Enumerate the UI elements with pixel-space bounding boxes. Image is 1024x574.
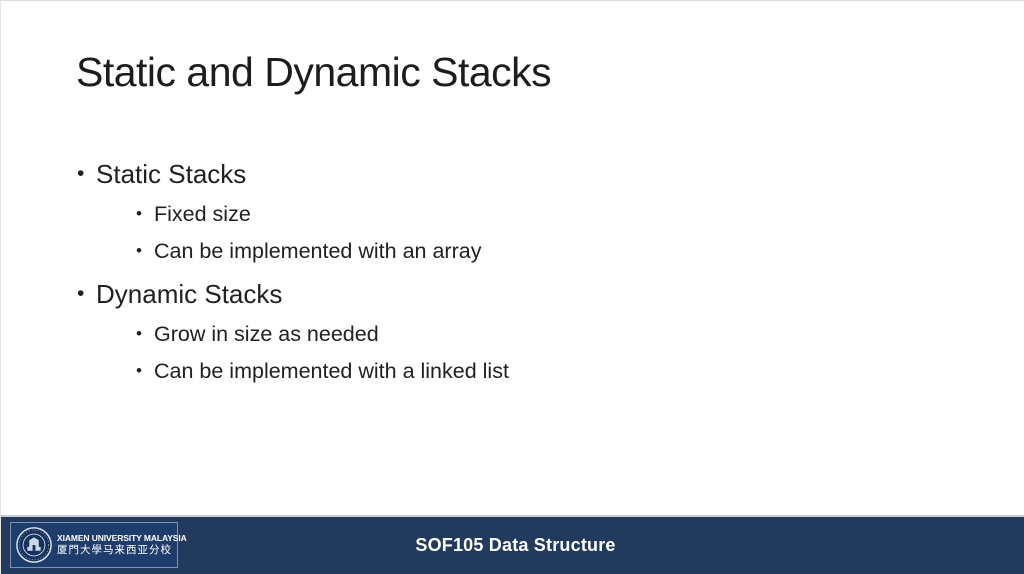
slide-title: Static and Dynamic Stacks xyxy=(76,49,552,95)
bullet-item: • Fixed size xyxy=(136,200,937,228)
bullet-item: • Can be implemented with an array xyxy=(136,237,937,265)
logo-university-name: XIAMEN UNIVERSITY MALAYSIA xyxy=(57,533,187,543)
bullet-item: • Grow in size as needed xyxy=(136,320,937,348)
bullet-text: Grow in size as needed xyxy=(154,322,379,346)
bullet-dot-icon: • xyxy=(136,204,142,223)
bullet-item: • Dynamic Stacks xyxy=(77,277,937,311)
bullet-text: Static Stacks xyxy=(96,159,247,189)
footer-bar: XIAMEN UNIVERSITY MALAYSIA 厦門大學马来西亚分校 SO… xyxy=(1,515,1024,574)
bullet-list: • Static Stacks • Fixed size • Can be impleme… xyxy=(77,157,937,385)
bullet-dot-icon: • xyxy=(77,282,85,305)
university-logo: XIAMEN UNIVERSITY MALAYSIA 厦門大學马来西亚分校 xyxy=(10,522,187,568)
bullet-dot-icon: • xyxy=(136,361,142,380)
bullet-dot-icon: • xyxy=(77,162,85,185)
footer-top-line xyxy=(1,515,1024,517)
bullet-text: Can be implemented with a linked list xyxy=(154,359,509,383)
bullet-text: Dynamic Stacks xyxy=(96,279,283,309)
bullet-item: • Static Stacks xyxy=(77,157,937,191)
bullet-item: • Can be implemented with a linked list xyxy=(136,357,937,385)
university-seal-icon xyxy=(16,527,52,563)
footer-course-label: SOF105 Data Structure xyxy=(415,535,616,555)
bullet-dot-icon: • xyxy=(136,324,142,343)
logo-university-name-chinese: 厦門大學马来西亚分校 xyxy=(57,544,172,556)
bullet-text: Fixed size xyxy=(154,202,251,226)
bullet-dot-icon: • xyxy=(136,241,142,260)
logo-text-block: XIAMEN UNIVERSITY MALAYSIA 厦門大學马来西亚分校 xyxy=(57,533,187,557)
bullet-text: Can be implemented with an array xyxy=(154,239,482,263)
